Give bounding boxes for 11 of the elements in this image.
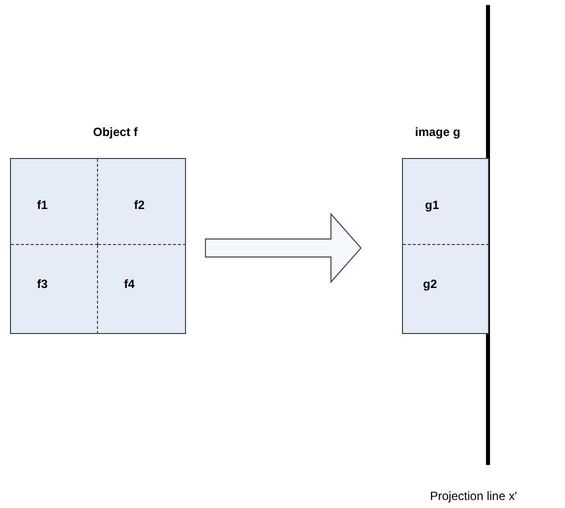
region-label: f2 (134, 198, 145, 212)
region-label: g1 (425, 198, 440, 212)
box-heading: image g (415, 125, 460, 139)
region-label: f1 (37, 198, 48, 212)
region-label: f4 (124, 277, 135, 291)
region-label: g2 (423, 277, 438, 291)
axis-label: Projection line x' (430, 489, 517, 503)
region-label: f3 (37, 277, 48, 291)
box-heading: Object f (93, 125, 138, 139)
quadrant-region (11, 159, 98, 245)
block-arrow (204, 212, 362, 284)
